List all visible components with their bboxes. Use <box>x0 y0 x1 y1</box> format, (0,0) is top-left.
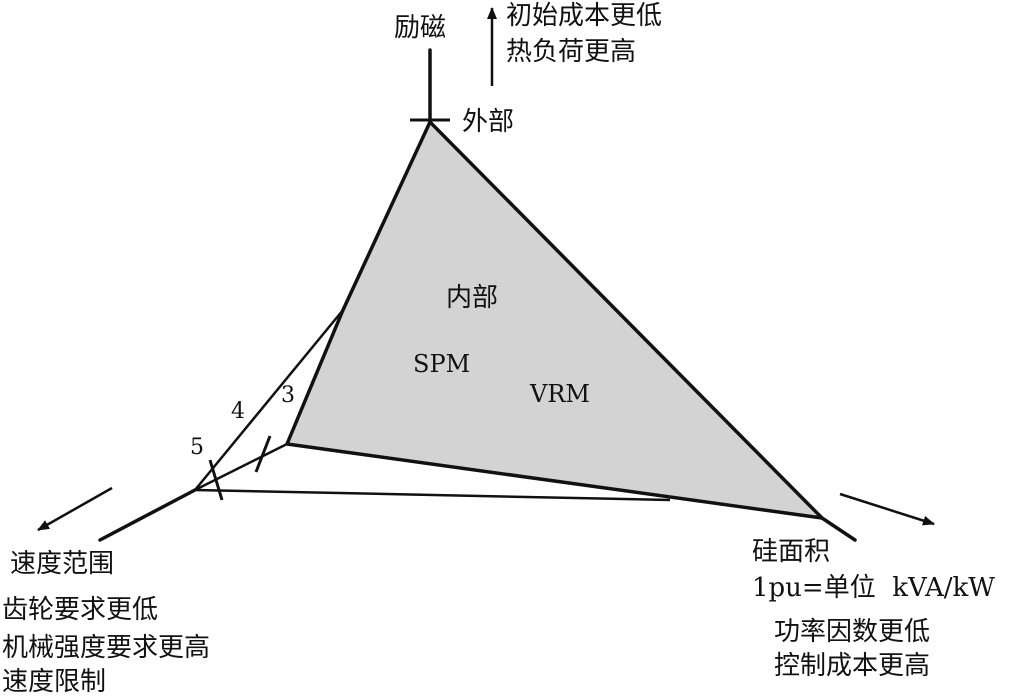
vrm-label: VRM <box>529 380 590 408</box>
silicon-arrow <box>839 492 935 526</box>
outer-edge-bottom <box>194 488 671 502</box>
spm-label: SPM <box>413 350 470 378</box>
shaded-region <box>285 120 824 520</box>
excitation-note-line-1: 初始成本更低 <box>506 1 662 31</box>
internal-label: 内部 <box>446 283 498 313</box>
speed-axis <box>98 488 197 542</box>
external-label: 外部 <box>462 107 514 137</box>
tick-label-5: 5 <box>190 435 204 460</box>
speed-note-line-2: 机械强度要求更高 <box>2 633 210 663</box>
tick-mark-5 <box>208 459 224 501</box>
speed-label: 速度范围 <box>10 549 114 579</box>
speed-note-line-3: 速度限制 <box>2 667 106 696</box>
silicon-axis <box>820 516 857 542</box>
silicon-note-line-2: 控制成本更高 <box>774 651 930 681</box>
silicon-label: 硅面积 <box>752 537 830 567</box>
tick-mark-3 <box>254 435 272 473</box>
outer-edge-left <box>194 309 344 491</box>
tick-label-4: 4 <box>231 399 245 424</box>
inner-edge-link <box>194 442 288 492</box>
speed-note-line-1: 齿轮要求更低 <box>2 595 158 625</box>
excitation-label: 励磁 <box>394 13 446 43</box>
excitation-note-line-2: 热负荷更高 <box>506 37 636 67</box>
silicon-unit-note: 1pu=单位 kVA/kW <box>752 573 995 603</box>
tick-label-3: 3 <box>281 383 295 408</box>
silicon-note-line-1: 功率因数更低 <box>774 617 930 647</box>
speed-arrow <box>37 486 113 532</box>
